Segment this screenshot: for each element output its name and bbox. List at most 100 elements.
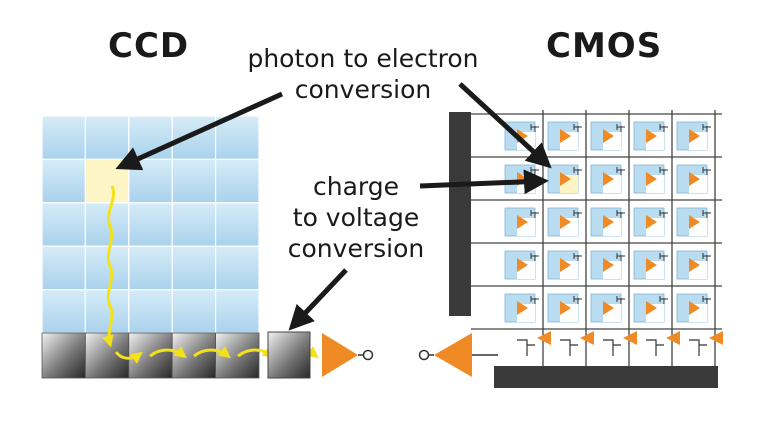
cmos-pixel: [547, 293, 582, 323]
ccd-pixel: [215, 245, 260, 291]
charge-label-line-1: charge: [313, 172, 399, 201]
cmos-pixel: [590, 164, 625, 194]
transistor-symbol: [616, 210, 625, 218]
ccd-pixel-array: [41, 115, 260, 334]
pixel-amplifier-icon: [517, 301, 528, 315]
pixel-amplifier-icon: [517, 215, 528, 229]
column-amplifier-icon: [666, 331, 680, 345]
ccd-pixel: [41, 245, 87, 291]
arrow-to-output-node: [288, 268, 348, 331]
cmos-pixel: [547, 250, 582, 280]
column-amplifier: [689, 331, 723, 356]
ccd-pixel: [215, 202, 260, 247]
transistor-symbol: [659, 124, 668, 132]
pixel-amplifier-icon: [646, 215, 657, 229]
pixel-amplifier-icon: [560, 258, 571, 272]
cmos-pixel: [547, 207, 582, 237]
ccd-register-cell: [41, 332, 86, 379]
cmos-pixel: [633, 293, 668, 323]
transistor-symbol: [573, 210, 582, 218]
ccd-pixel: [84, 245, 130, 291]
transistor-symbol: [659, 296, 668, 304]
ccd-pixel: [128, 202, 173, 247]
arrow-to-cmos-amp: [419, 169, 549, 195]
pixel-amplifier-icon: [646, 172, 657, 186]
column-amplifier: [560, 331, 594, 356]
transistor-symbol: [702, 167, 711, 175]
pixel-amplifier-icon: [689, 301, 700, 315]
transistor-symbol: [616, 124, 625, 132]
cmos-pixel: [504, 293, 539, 323]
ccd-pixel: [171, 202, 217, 247]
pixel-amplifier-icon: [646, 129, 657, 143]
pixel-amplifier-icon: [646, 258, 657, 272]
cmos-pixel-highlighted: [547, 164, 582, 194]
ccd-pixel: [84, 115, 130, 161]
pixel-amplifier-icon: [646, 301, 657, 315]
pixel-amplifier-icon: [689, 129, 700, 143]
charge-label-line-2: to voltage: [292, 203, 420, 232]
ccd-shift-register: [41, 332, 260, 379]
pixel-amplifier-icon: [560, 215, 571, 229]
cmos-pixel: [590, 121, 625, 151]
ccd-title: CCD: [108, 26, 190, 66]
transistor-symbol: [573, 167, 582, 175]
charge-conversion-label: charge to voltage conversion: [282, 171, 430, 264]
transistor-symbol: [530, 210, 539, 218]
pixel-amplifier-icon: [689, 172, 700, 186]
ccd-pixel: [41, 115, 87, 161]
transistor-symbol: [616, 253, 625, 261]
transistor-symbol: [702, 210, 711, 218]
cmos-pixel-array: [504, 121, 711, 323]
cmos-pixel: [676, 250, 711, 280]
ccd-pixel: [171, 158, 217, 204]
ccd-register-cell: [215, 332, 260, 379]
transistor-symbol: [616, 296, 625, 304]
transistor-symbol: [573, 124, 582, 132]
cmos-bus-lines: [471, 110, 722, 366]
cmos-pixel: [504, 121, 539, 151]
arrow-to-ccd-pixel: [115, 91, 284, 171]
ccd-pixel: [41, 158, 87, 204]
photon-label-line-1: photon to electron: [247, 44, 479, 73]
ccd-pixel: [128, 158, 173, 204]
cmos-title: CMOS: [546, 26, 663, 66]
cmos-pixel: [590, 250, 625, 280]
ccd-pixel: [128, 245, 173, 291]
cmos-column-readout-bar: [494, 366, 718, 388]
cmos-pixel: [676, 207, 711, 237]
pixel-amplifier-icon: [603, 215, 614, 229]
transistor-symbol: [530, 124, 539, 132]
cmos-pixel: [676, 121, 711, 151]
pixel-amplifier-icon: [603, 129, 614, 143]
horizontal-transfer-hop: [149, 346, 187, 359]
column-amplifier: [517, 331, 551, 356]
column-amplifier: [603, 331, 637, 356]
ccd-output-node: [267, 331, 311, 379]
pixel-amplifier-icon: [689, 258, 700, 272]
cmos-pixel: [633, 121, 668, 151]
transistor-symbol: [530, 296, 539, 304]
column-amplifier-icon: [537, 331, 551, 345]
arrow-to-cmos-pixel: [458, 82, 552, 169]
transistor-symbol: [702, 124, 711, 132]
cmos-column-amplifiers: [517, 331, 723, 356]
transistor-symbol: [573, 253, 582, 261]
pixel-amplifier-icon: [560, 172, 571, 186]
column-amplifier-icon: [623, 331, 637, 345]
ccd-pixel: [84, 202, 130, 247]
transistor-symbol: [659, 253, 668, 261]
column-amplifier-icon: [709, 331, 723, 345]
transistor-symbol: [517, 339, 535, 350]
charge-label-line-3: conversion: [287, 234, 425, 263]
transistor-symbol: [702, 253, 711, 261]
pixel-amplifier-icon: [517, 258, 528, 272]
cmos-output-amplifier-icon: [418, 333, 498, 377]
cmos-pixel: [590, 293, 625, 323]
transistor-symbol: [616, 167, 625, 175]
photon-conversion-label: photon to electron conversion: [232, 43, 494, 105]
transistor-symbol: [702, 296, 711, 304]
ccd-pixel: [171, 245, 217, 291]
